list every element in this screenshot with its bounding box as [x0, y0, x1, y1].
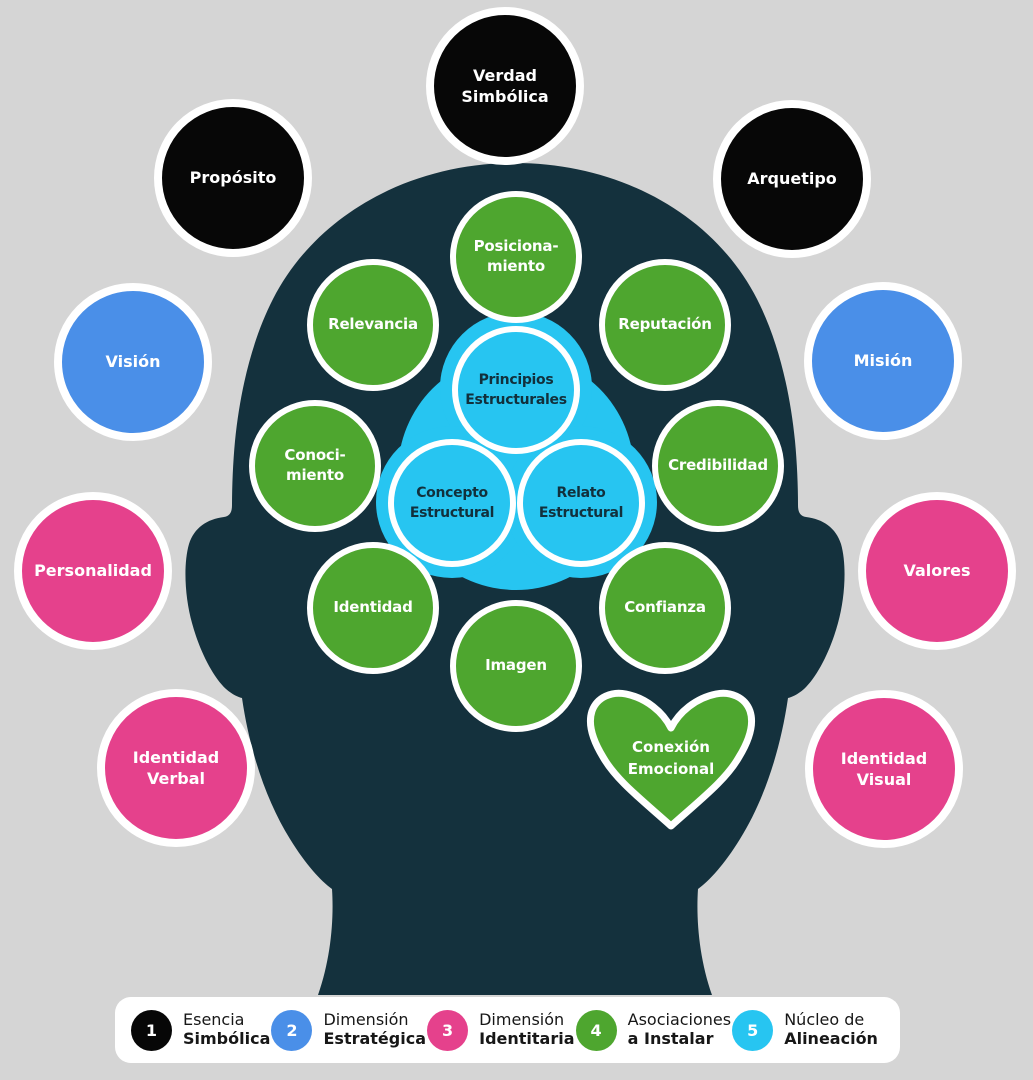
- node-label: Concepto Estructural: [409, 484, 495, 521]
- node-identidad-visual: Identidad Visual: [805, 690, 963, 848]
- legend-label: Esencia Simbólica: [183, 1010, 271, 1049]
- node-verdad-simbolica: Verdad Simbólica: [426, 7, 584, 165]
- node-label: Identidad Visual: [840, 748, 928, 789]
- legend-number-badge: 3: [427, 1009, 469, 1051]
- legend-label-line2: a Instalar: [627, 1029, 714, 1048]
- legend-label-line1: Dimensión: [479, 1010, 565, 1030]
- legend-item-dimension-estrategica: 2 Dimensión Estratégica: [271, 1009, 426, 1051]
- legend-label-line1: Asociaciones: [627, 1010, 732, 1030]
- node-label: Relato Estructural: [538, 484, 624, 521]
- legend-label-line1: Dimensión: [323, 1010, 409, 1030]
- node-personalidad: Personalidad: [14, 492, 172, 650]
- legend-label: Dimensión Estratégica: [323, 1010, 426, 1049]
- node-concepto-estructural: Concepto Estructural: [388, 439, 516, 567]
- node-mision: Misión: [804, 282, 962, 440]
- legend-number-badge: 5: [732, 1009, 774, 1051]
- legend-item-dimension-identitaria: 3 Dimensión Identitaria: [427, 1009, 575, 1051]
- node-identidad: Identidad: [307, 542, 439, 674]
- node-label: Principios Estructurales: [465, 371, 567, 408]
- node-identidad-verbal: Identidad Verbal: [97, 689, 255, 847]
- node-arquetipo: Arquetipo: [713, 100, 871, 258]
- node-conexion-emocional-label: Conexión Emocional: [627, 738, 715, 778]
- legend-item-asociaciones-a-instalar: 4 Asociaciones a Instalar: [575, 1009, 732, 1051]
- legend-label-line2: Identitaria: [479, 1029, 575, 1048]
- legend-label-line2: Simbólica: [183, 1029, 271, 1048]
- node-relevancia: Relevancia: [307, 259, 439, 391]
- node-posicionamiento: Posiciona- miento: [450, 191, 582, 323]
- node-conocimiento: Conoci- miento: [249, 400, 381, 532]
- node-vision: Visión: [54, 283, 212, 441]
- legend-bar: 1 Esencia Simbólica 2 Dimensión Estratég…: [115, 997, 900, 1063]
- node-label: Misión: [853, 351, 913, 371]
- legend-label: Asociaciones a Instalar: [627, 1010, 732, 1049]
- node-label: Credibilidad: [668, 456, 768, 475]
- node-label: Confianza: [624, 598, 706, 617]
- legend-item-nucleo-de-alineacion: 5 Núcleo de Alineación: [732, 1009, 878, 1051]
- node-relato-estructural: Relato Estructural: [517, 439, 645, 567]
- node-proposito: Propósito: [154, 99, 312, 257]
- legend-label-line2: Alineación: [784, 1029, 878, 1048]
- node-valores: Valores: [858, 492, 1016, 650]
- legend-label-line1: Núcleo de: [784, 1010, 865, 1030]
- node-label: Relevancia: [328, 315, 418, 334]
- node-reputacion: Reputación: [599, 259, 731, 391]
- node-principios-estructurales: Principios Estructurales: [452, 326, 580, 454]
- heart-shape: [586, 689, 756, 830]
- node-label: Reputación: [618, 315, 712, 334]
- legend-number-badge: 4: [575, 1009, 617, 1051]
- node-label: Identidad Verbal: [132, 747, 220, 788]
- node-label: Valores: [903, 561, 971, 581]
- legend-label: Dimensión Identitaria: [479, 1010, 575, 1049]
- legend-item-esencia-simbolica: 1 Esencia Simbólica: [131, 1009, 271, 1051]
- legend-number-badge: 2: [271, 1009, 313, 1051]
- legend-label-line1: Esencia: [183, 1010, 245, 1030]
- node-credibilidad: Credibilidad: [652, 400, 784, 532]
- node-label: Identidad: [333, 598, 413, 617]
- node-label: Propósito: [189, 168, 277, 188]
- node-imagen: Imagen: [450, 600, 582, 732]
- node-label: Posiciona- miento: [473, 237, 559, 275]
- legend-label-line2: Estratégica: [323, 1029, 426, 1048]
- legend-number-badge: 1: [131, 1009, 172, 1051]
- node-label: Verdad Simbólica: [461, 65, 549, 106]
- node-label: Visión: [105, 352, 161, 372]
- node-label: Personalidad: [34, 561, 152, 581]
- node-label: Arquetipo: [747, 169, 837, 189]
- node-confianza: Confianza: [599, 542, 731, 674]
- legend-label: Núcleo de Alineación: [784, 1010, 878, 1049]
- node-label: Imagen: [485, 656, 547, 675]
- node-label: Conoci- miento: [284, 446, 346, 484]
